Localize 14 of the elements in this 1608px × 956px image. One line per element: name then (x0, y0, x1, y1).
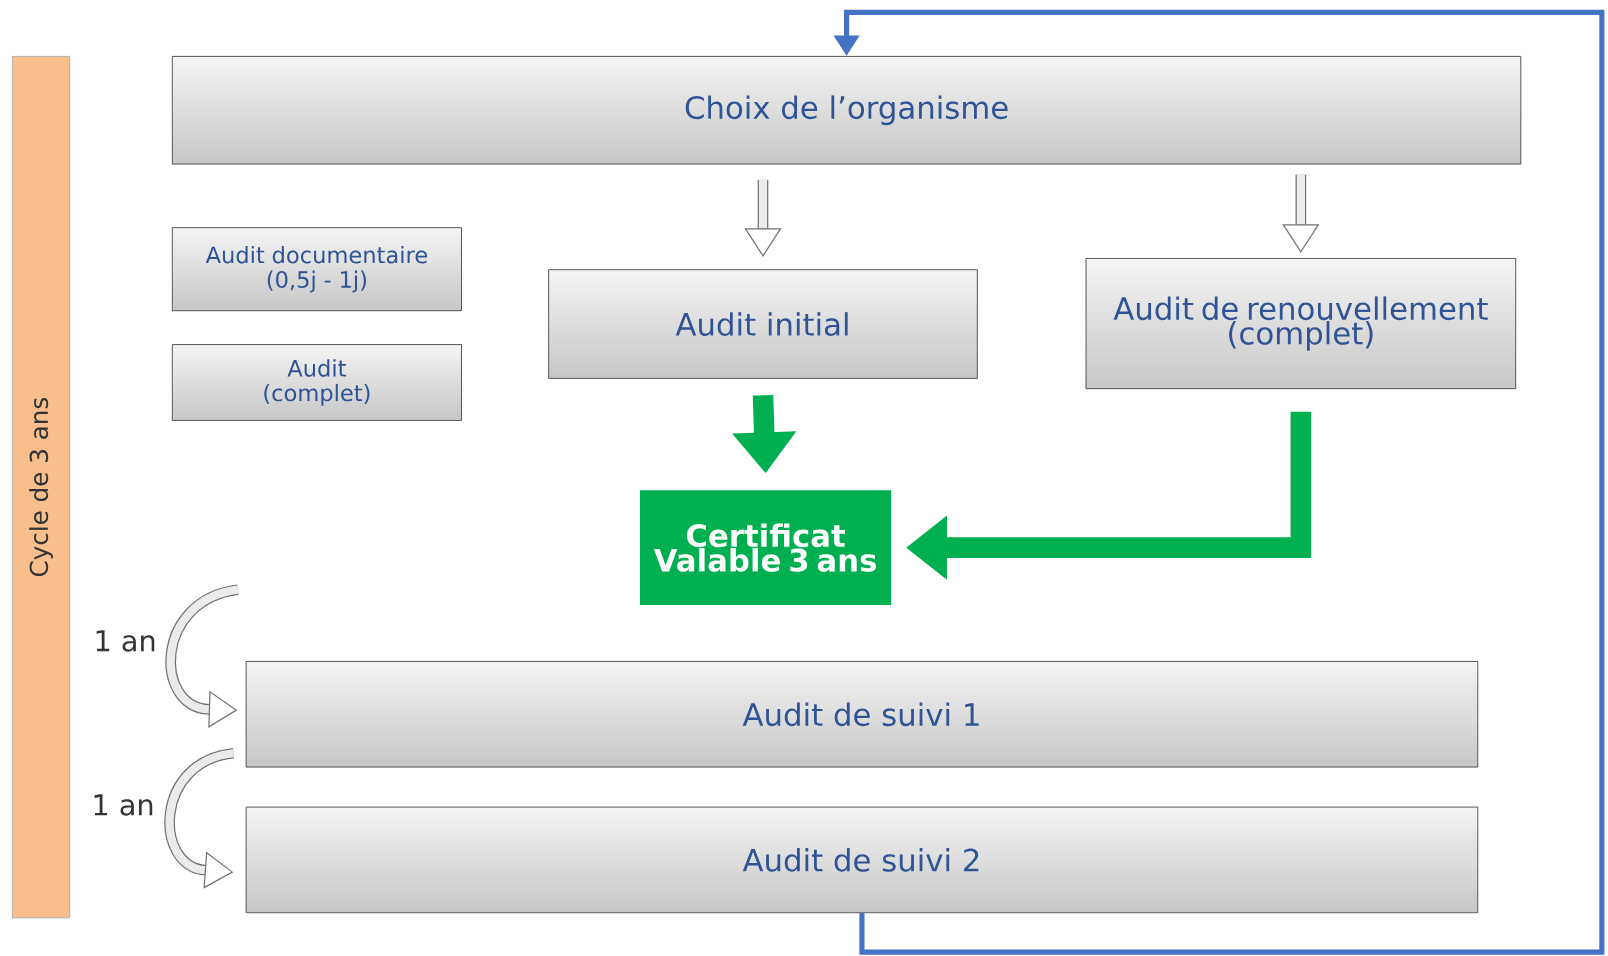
process-box: Audit de suivi 2 (245, 806, 1479, 914)
edge-label: 1 an (89, 792, 157, 818)
process-box: Audit documentaire (0,5j - 1j) (171, 227, 462, 312)
arrow (164, 748, 235, 889)
process-box: Choix de l’organisme (171, 56, 1522, 165)
process-box: Audit de suivi 1 (245, 661, 1479, 768)
process-box: Audit de renouvellement (complet) (1085, 258, 1517, 390)
process-box: Audit (complet) (171, 344, 462, 421)
arrow (165, 584, 240, 728)
arrow (1282, 174, 1320, 253)
cycle-band: Cycle de 3 ans (11, 56, 71, 919)
process-box: Audit initial (548, 269, 978, 379)
edge-label: 1 an (91, 628, 159, 654)
certificate-box: Certificat Valable 3 ans (639, 490, 892, 606)
